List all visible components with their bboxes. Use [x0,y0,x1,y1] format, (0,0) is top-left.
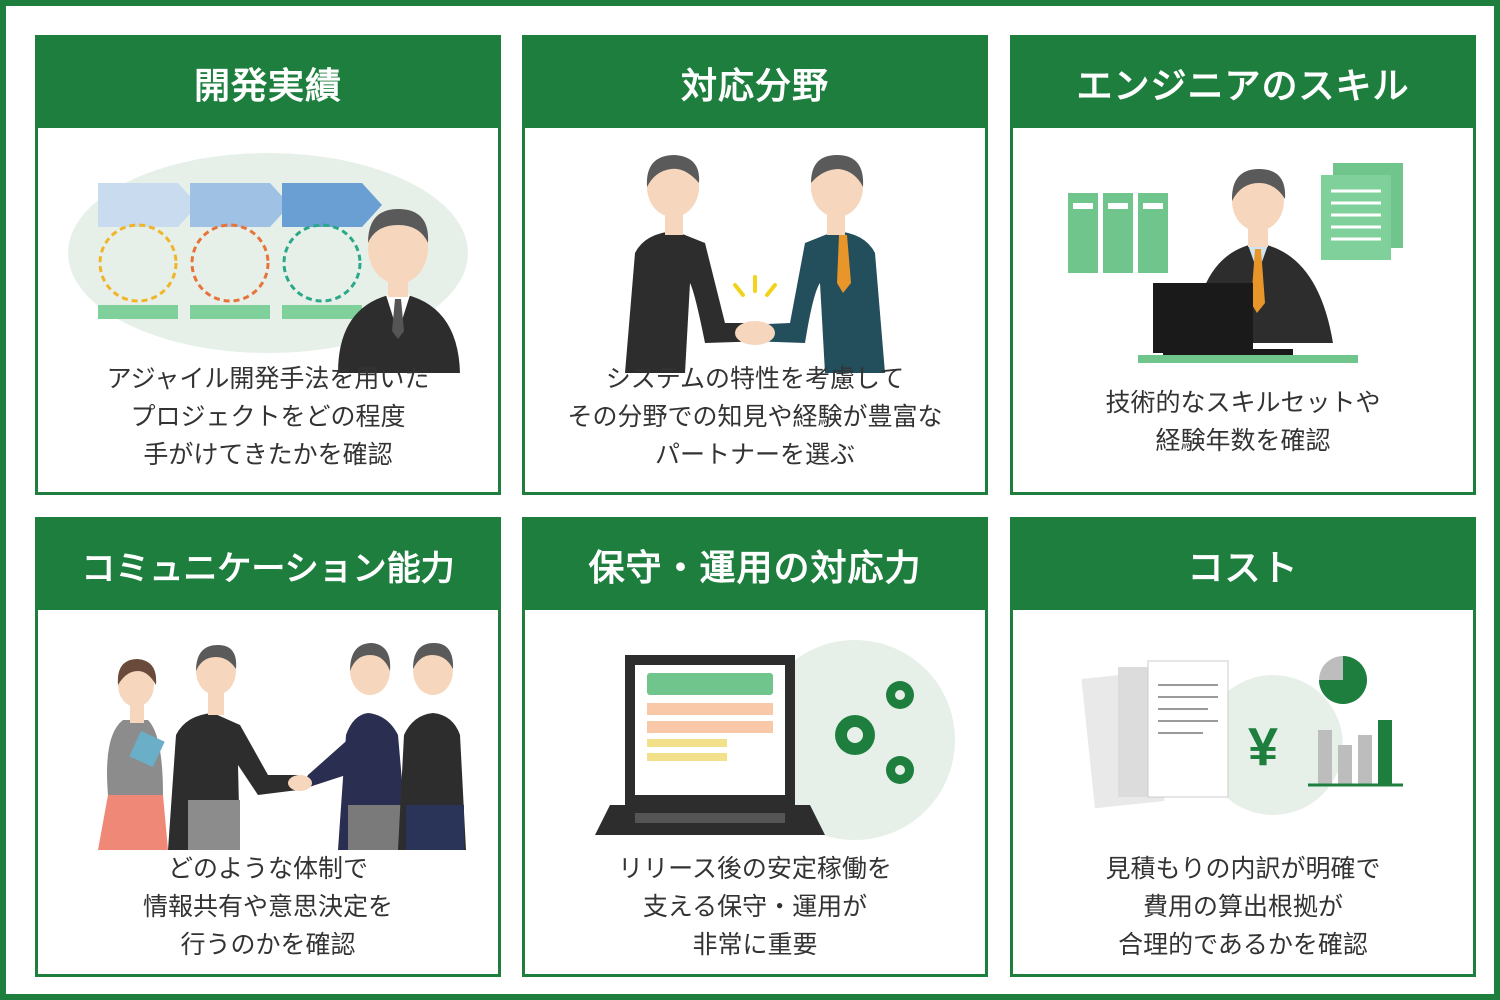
card-engineer-skills: エンジニアのスキル [1010,35,1476,495]
description-line: 費用の算出根拠が [1142,892,1343,921]
card-communication: コミュニケーション能力 [35,517,501,977]
description-line: アジャイル開発手法を用いた [106,364,430,393]
description-line: どのような体制で [167,854,368,883]
card-description: アジャイル開発手法を用いた プロジェクトをどの程度 手がけてきたかを確認 [38,360,498,474]
woman-icon [98,659,168,850]
card-description: 見積もりの内訳が明確で 費用の算出根拠が 合理的であるかを確認 [1013,850,1473,964]
description-line: パートナーを選ぶ [654,440,855,469]
card-title: コミュニケーション能力 [38,520,498,610]
description-line: 行うのかを確認 [180,930,356,959]
agile-cycle-illustration [68,153,468,373]
businessman-left-icon [625,155,765,373]
description-line: 支える保守・運用が [642,892,868,921]
card-description: 技術的なスキルセットや 経験年数を確認 [1013,384,1473,460]
description-line: システムの特性を考慮して [605,364,905,393]
yen-icon: ¥ [1248,717,1278,777]
handshake-illustration [625,155,885,373]
man-2-icon [300,643,408,850]
card-title: 保守・運用の対応力 [525,520,985,610]
man-1-icon [168,645,298,850]
description-line: 技術的なスキルセットや [1105,388,1381,417]
laptop-gears-illustration [595,640,955,840]
card-title: コスト [1013,520,1473,610]
description-line: 情報共有や意思決定を [142,892,393,921]
card-maintenance: 保守・運用の対応力 [522,517,988,977]
card-description: どのような体制で 情報共有や意思決定を 行うのかを確認 [38,850,498,964]
description-line: リリース後の安定稼働を [618,854,892,883]
engineer-at-laptop-illustration [1068,163,1403,363]
description-line: 見積もりの内訳が明確で [1105,854,1381,883]
businessman-right-icon [747,155,885,373]
description-line: その分野での知見や経験が豊富な [567,402,943,431]
card-description: システムの特性を考慮して その分野での知見や経験が豊富な パートナーを選ぶ [525,360,985,474]
laptop-icon [595,655,825,835]
description-line: 経験年数を確認 [1155,426,1331,455]
documents-icon [1321,163,1403,260]
description-line: 非常に重要 [692,930,818,959]
card-field-coverage: 対応分野 システムの特性を考慮して [522,35,988,495]
description-line: 合理的であるかを確認 [1118,930,1368,959]
gear-icon [835,681,914,784]
description-line: 手がけてきたかを確認 [143,440,393,469]
card-title: 開発実績 [38,38,498,128]
card-description: リリース後の安定稼働を 支える保守・運用が 非常に重要 [525,850,985,964]
card-title: エンジニアのスキル [1013,38,1473,128]
cost-estimate-illustration: ¥ [1081,656,1403,815]
businessman-icon [338,209,460,373]
card-cost: コスト ¥ [1010,517,1476,977]
team-meeting-illustration [98,643,466,850]
card-development-record: 開発実績 アジャイル開発手法を用いた [35,35,501,495]
card-title: 対応分野 [525,38,985,128]
description-line: プロジェクトをどの程度 [130,402,406,431]
bar-chart-icon [1308,720,1403,787]
documents-icon [1081,660,1229,809]
man-3-icon [398,643,466,850]
laptop-icon [1153,283,1293,355]
pie-chart-icon [1319,656,1367,704]
